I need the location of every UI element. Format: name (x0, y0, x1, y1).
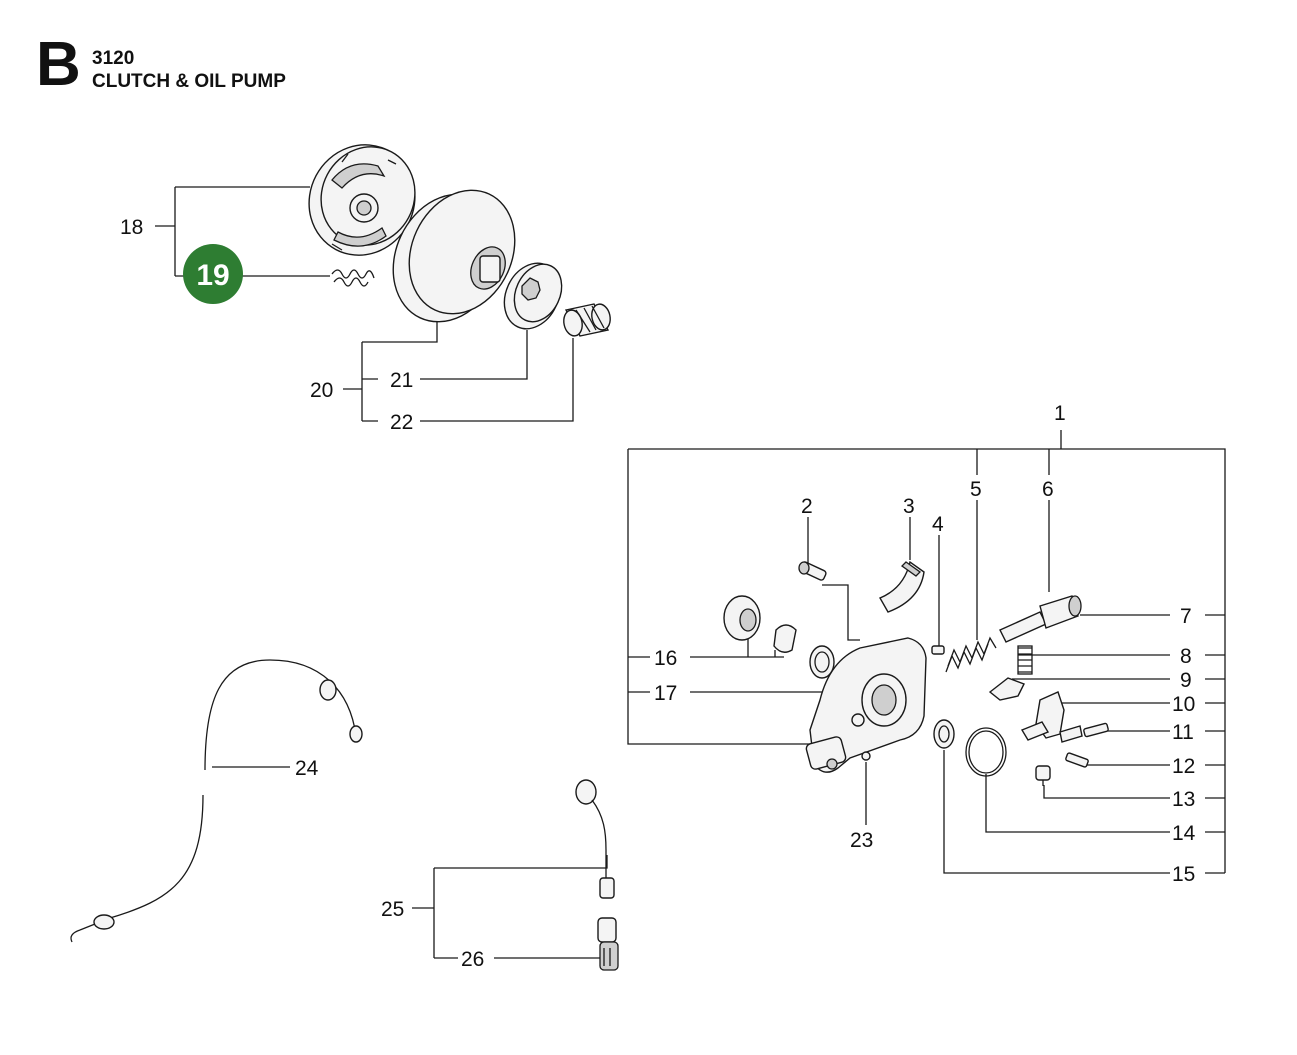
part-label-24: 24 (295, 757, 319, 780)
oil-pump-cover (878, 560, 925, 613)
part-label-9: 9 (1180, 669, 1192, 692)
pump-plunger (999, 595, 1082, 643)
part-label-1: 1 (1054, 402, 1066, 425)
badge-circle[interactable] (183, 244, 243, 304)
part-label-3: 3 (903, 495, 915, 518)
screw (798, 561, 827, 581)
o-ring (965, 727, 1007, 777)
part-label-21: 21 (390, 369, 413, 392)
clutch-drum (392, 189, 516, 323)
pump-bracket (1020, 691, 1065, 741)
part-label-20: 20 (310, 379, 333, 402)
adjuster-screw (1065, 722, 1109, 768)
part-label-15: 15 (1172, 863, 1195, 886)
part-label-26: 26 (461, 948, 484, 971)
section-code: 3120 (92, 48, 135, 69)
part-label-22: 22 (390, 411, 413, 434)
section-title: CLUTCH & OIL PUMP (92, 71, 286, 92)
adjuster-spring (1017, 645, 1033, 675)
badge-number[interactable]: 19 (196, 259, 229, 292)
small-screw (931, 645, 945, 655)
part-label-7: 7 (1180, 605, 1192, 628)
part-label-10: 10 (1172, 693, 1195, 716)
pump-spring (945, 636, 997, 673)
oil-pump-housing (805, 637, 927, 773)
section-letter: B (36, 30, 81, 99)
pump-lever (988, 677, 1025, 701)
part-label-5: 5 (970, 478, 982, 501)
part-number-labels: 18 20 21 22 1 2 3 4 5 6 7 8 9 10 11 12 1… (120, 216, 1196, 971)
part-label-11: 11 (1172, 721, 1194, 744)
suction-hose (575, 779, 615, 899)
washer (933, 719, 955, 749)
leader-lines (155, 186, 1226, 959)
part-label-25: 25 (381, 898, 404, 921)
part-label-2: 2 (801, 495, 813, 518)
pin (861, 751, 871, 761)
part-label-16: 16 (654, 647, 677, 670)
part-label-18: 18 (120, 216, 143, 239)
part-label-8: 8 (1180, 645, 1192, 668)
rim-sprocket (503, 262, 563, 330)
part-label-13: 13 (1172, 788, 1195, 811)
part-label-12: 12 (1172, 755, 1195, 778)
part-label-14: 14 (1172, 822, 1196, 845)
clutch-shoe-assembly (308, 144, 416, 256)
highlighted-part-badge[interactable]: 19 (183, 244, 243, 304)
bolt (1035, 765, 1051, 786)
clip (1059, 725, 1083, 743)
part-label-17: 17 (654, 682, 677, 705)
oil-filter (597, 917, 619, 971)
part-label-4: 4 (932, 513, 944, 536)
worm-gear (723, 595, 797, 653)
needle-bearing (563, 303, 611, 337)
oil-hose (70, 659, 363, 943)
seal-ring (809, 645, 835, 679)
part-label-23: 23 (850, 829, 873, 852)
part-label-6: 6 (1042, 478, 1054, 501)
clutch-spring (331, 269, 375, 287)
